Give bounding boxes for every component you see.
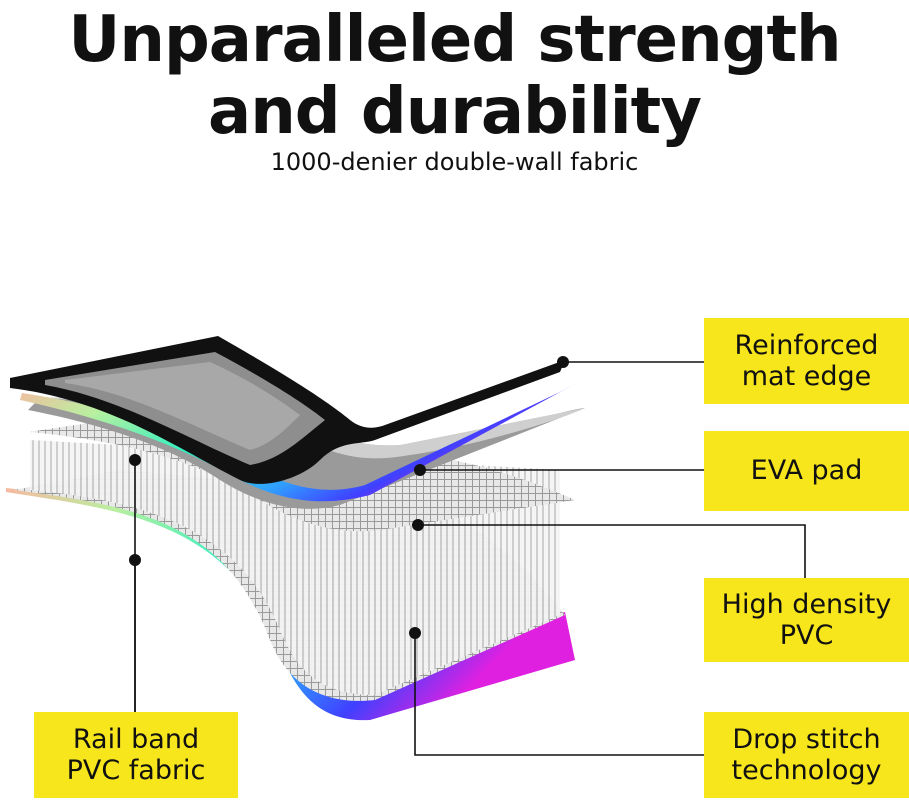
callout-text: technology xyxy=(731,755,882,786)
callout-text: Rail band xyxy=(72,723,200,755)
callout-text: PVC fabric xyxy=(66,755,206,786)
callout-text: PVC xyxy=(779,620,834,651)
callout-text: Drop stitch xyxy=(732,723,881,755)
leader-lines xyxy=(134,361,806,756)
subheadline: 1000-denier double-wall fabric xyxy=(270,148,639,176)
callout-text: High density xyxy=(721,588,892,620)
headline-line-2: and durability xyxy=(208,75,702,149)
leader-dots xyxy=(129,356,569,639)
callout-eva-pad: EVA pad xyxy=(704,431,909,511)
leader-high-density-pvc xyxy=(418,524,806,578)
leader-drop-stitch xyxy=(414,633,704,756)
callout-text: mat edge xyxy=(741,361,872,392)
rainbow-rail-layer xyxy=(20,384,575,502)
headline-line-1: Unparalleled strength xyxy=(68,3,841,77)
callout-text: Reinforced xyxy=(734,329,879,361)
callout-text: EVA pad xyxy=(750,455,863,487)
